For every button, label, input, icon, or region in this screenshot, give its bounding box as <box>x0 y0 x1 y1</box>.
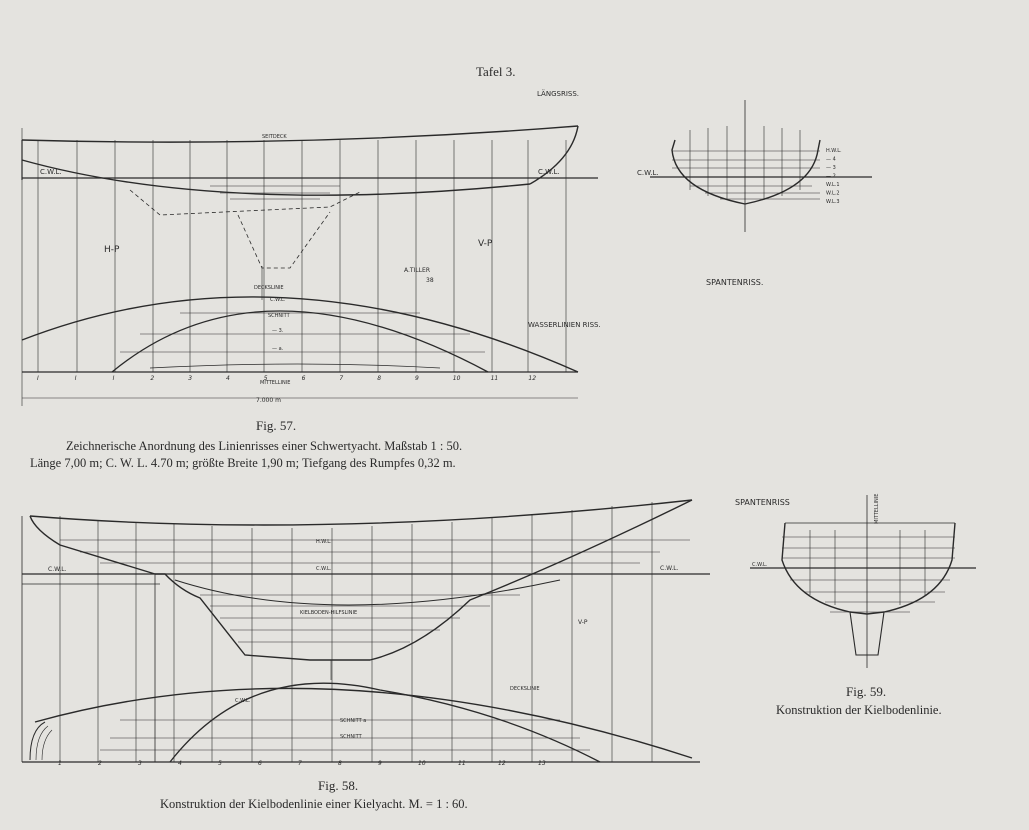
plate-title: Tafel 3. <box>476 64 516 79</box>
fig57-station-number: 9 <box>415 375 419 382</box>
fig58-station-number: 2 <box>98 760 102 767</box>
fig58-label-cwl-mid: C.W.L. <box>316 566 332 572</box>
fig57-station-number: 7 <box>339 375 343 382</box>
fig58-station-number: 9 <box>378 760 382 767</box>
fig59-cwl: C.W.L. <box>752 562 768 568</box>
fig59-caption: Konstruktion der Kielbodenlinie. <box>776 703 942 717</box>
fig58-label-schnitt: SCHNITT <box>340 734 363 740</box>
fig57-label-cwl-right: C.W.L. <box>538 168 560 176</box>
spantenriss-top-label: SPANTENRISS. <box>706 278 763 287</box>
spantenriss-top-cwl: C.W.L. <box>637 169 659 177</box>
fig58-station-number: 8 <box>338 760 342 767</box>
fig57-station-number: 3 <box>188 375 192 382</box>
fig58-label-deckslinie: DECKSLINIE <box>510 686 540 692</box>
fig57-station-number: 11 <box>491 375 499 382</box>
fig58-station-number: 1 <box>58 760 62 767</box>
fig57-station-number: 10 <box>453 375 461 382</box>
fig58-station-number: 12 <box>498 760 506 767</box>
fig58-profile-view <box>21 499 710 762</box>
spantenriss-top-waterline-label: W.L.3 <box>826 199 840 205</box>
fig57-label-seitdeck: SEITDECK <box>262 134 287 140</box>
fig57-label-cwl-plan: C.W.L. <box>270 297 286 303</box>
fig57-label-length: 7.000 m <box>256 397 281 404</box>
spantenriss-top-waterline-label: — 2 <box>826 174 836 180</box>
fig57-label-38: 38 <box>426 277 434 284</box>
fig59-label: SPANTENRISS <box>735 498 790 507</box>
fig57-station-number: 12 <box>528 375 536 382</box>
fig57-waterline-plan <box>21 266 579 373</box>
spantenriss-top-waterline-label: H.W.L. <box>826 148 842 154</box>
fig58-station-number: 7 <box>298 760 302 767</box>
fig58-label-hwl: H.W.L. <box>316 539 332 545</box>
fig57-caption-line2: Länge 7,00 m; C. W. L. 4.70 m; größte Br… <box>30 456 456 470</box>
fig57-label-laengsriss: LÄNGSRISS. <box>537 89 579 98</box>
fig57-station-number: 2 <box>150 375 154 382</box>
fig58-station-number: 6 <box>258 760 262 767</box>
fig57-label-wasserlinienriss: WASSERLINIEN RISS. <box>528 321 601 329</box>
fig57-station-numbers: I I I 2 3 4 5 6 7 8 9 10 11 12 <box>37 375 536 382</box>
fig57-station-number: I <box>113 375 115 382</box>
fig58-station-number: 10 <box>418 760 426 767</box>
fig58-label-cwl-left: C.W.L. <box>48 566 67 573</box>
fig57-station-number: 8 <box>377 375 381 382</box>
fig57-label-a-tiller: A.TILLER <box>404 267 430 274</box>
spantenriss-top-waterline-label: W.L.2 <box>826 191 840 197</box>
fig58-caption: Konstruktion der Kielbodenlinie einer Ki… <box>160 797 468 811</box>
spantenriss-top-waterline-label: — 4 <box>826 157 836 163</box>
fig58-label-vp: V-P <box>578 619 588 626</box>
fig58-label-cwl-right: C.W.L. <box>660 565 679 572</box>
fig59-number: Fig. 59. <box>846 684 886 699</box>
fig57-label-cwl-left: C.W.L. <box>40 168 62 176</box>
fig58-station-number: 5 <box>218 760 222 767</box>
fig58-station-number: 3 <box>138 760 142 767</box>
fig57-station-number: 6 <box>302 375 306 382</box>
fig57-label-hp: H-P <box>104 245 120 255</box>
fig57-station-number: 4 <box>226 375 230 382</box>
spantenriss-top-waterline-labels: H.W.L. — 4 — 3 — 2 W.L.1W.L.2W.L.3 <box>826 148 842 205</box>
fig57-station-number: I <box>37 375 39 382</box>
fig59-mittellinie: MITTELLINIE <box>874 494 880 524</box>
fig57-station-number: I <box>75 375 77 382</box>
fig58-label-schnitt-a: SCHNITT a <box>340 718 366 724</box>
fig59-body-plan <box>750 495 976 668</box>
fig58-station-number: 13 <box>538 760 546 767</box>
fig57-station-number: 5 <box>264 375 268 382</box>
fig58-waterline-plan <box>22 682 700 763</box>
fig57-number: Fig. 57. <box>256 418 296 433</box>
fig57-profile-view <box>21 125 598 406</box>
fig58-station-number: 11 <box>458 760 466 767</box>
spantenriss-top-waterline-label: W.L.1 <box>826 182 840 188</box>
fig57-label-deckslinie: DECKSLINIE <box>254 285 284 291</box>
fig57-label-mittellinie: MITTELLINIE <box>260 380 290 386</box>
fig58-label-cwl-plan: C.W.L. <box>235 698 251 704</box>
fig57-label-schnitt: SCHNITT <box>268 313 291 319</box>
fig57-caption-line1: Zeichnerische Anordnung des Linienrisses… <box>66 439 462 453</box>
fig58-number: Fig. 58. <box>318 778 358 793</box>
fig57-label-3: — 3. <box>272 328 284 334</box>
fig57-label-a: — a. <box>272 346 284 352</box>
spantenriss-top-waterline-label: — 3 <box>826 165 836 171</box>
fig58-station-number: 4 <box>178 760 182 767</box>
fig57-label-vp: V-P <box>478 239 493 249</box>
spantenriss-body-plan-top <box>650 100 872 232</box>
fig58-label-kielboden: KIELBODEN-HILFSLINIE <box>300 610 357 616</box>
